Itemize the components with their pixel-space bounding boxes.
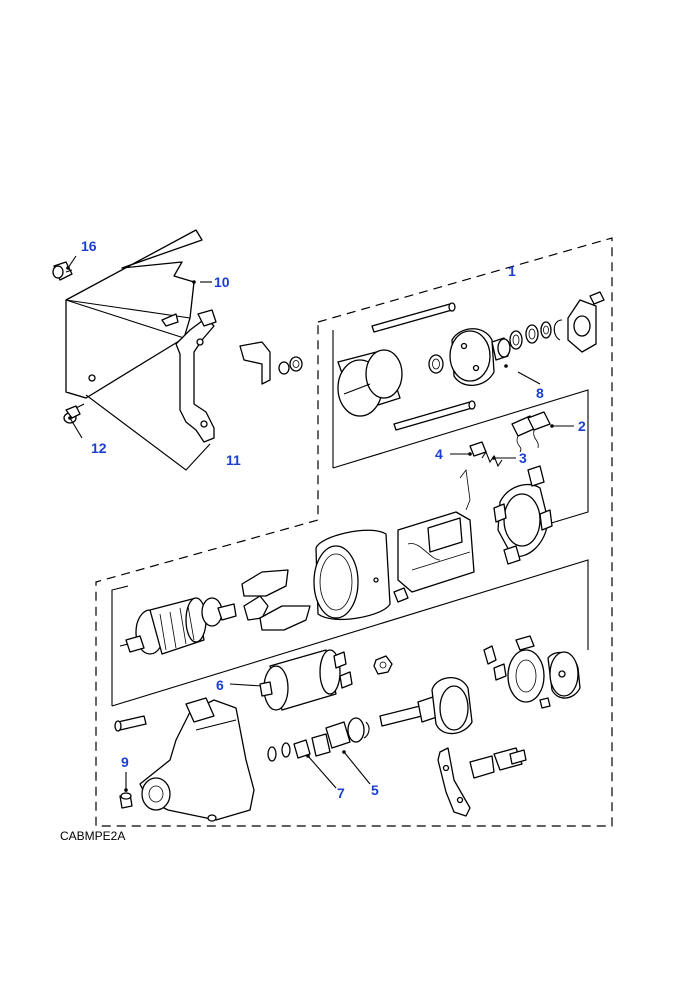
pinion-parts bbox=[267, 717, 370, 762]
callout-3: 3 bbox=[519, 450, 527, 466]
through-bolt-upper bbox=[371, 302, 456, 333]
heat-shield bbox=[65, 229, 203, 399]
solenoid bbox=[259, 649, 353, 711]
bush-8 bbox=[491, 337, 511, 361]
callout-8: 8 bbox=[536, 385, 544, 401]
clamp-bracket bbox=[239, 341, 303, 385]
bush-9 bbox=[119, 792, 133, 809]
armature bbox=[119, 597, 237, 655]
callout-10: 10 bbox=[214, 274, 230, 290]
brush-set bbox=[511, 411, 551, 453]
callout-1: 1 bbox=[508, 263, 516, 279]
callout-7: 7 bbox=[337, 785, 345, 801]
bolt-16 bbox=[52, 261, 73, 281]
lever-bracket bbox=[469, 747, 527, 779]
support-strap bbox=[175, 309, 217, 443]
callout-9: 9 bbox=[121, 754, 129, 770]
end-plate bbox=[428, 328, 495, 386]
callout-4: 4 bbox=[435, 446, 443, 462]
nut-center bbox=[373, 655, 393, 675]
field-coils bbox=[397, 511, 475, 593]
shift-lever bbox=[437, 747, 471, 817]
brush-holder-plate bbox=[459, 465, 553, 565]
washers-and-clip bbox=[509, 319, 563, 350]
callout-2: 2 bbox=[578, 418, 586, 434]
figure-reference-code: CABMPE2A bbox=[60, 829, 125, 843]
callout-labels: 1 2 3 4 5 6 7 8 9 10 11 12 16 bbox=[81, 238, 586, 801]
callout-12: 12 bbox=[91, 440, 107, 456]
leader-lines bbox=[66, 255, 574, 792]
drive-shaft bbox=[379, 677, 473, 735]
planetary-gear bbox=[483, 635, 581, 709]
yoke bbox=[313, 529, 409, 621]
drive-end-housing bbox=[139, 697, 255, 822]
spring-and-brush bbox=[469, 441, 503, 468]
callout-16: 16 bbox=[81, 238, 97, 254]
through-bolt-lower bbox=[393, 400, 476, 431]
assembly-boundary bbox=[95, 237, 613, 827]
callout-5: 5 bbox=[371, 782, 379, 798]
long-bolt bbox=[114, 715, 147, 732]
end-bracket-plate bbox=[567, 291, 605, 353]
end-cover-ring bbox=[337, 349, 403, 417]
callout-11: 11 bbox=[226, 452, 241, 468]
bolt-12 bbox=[63, 403, 85, 424]
callout-6: 6 bbox=[216, 677, 224, 693]
pole-shoes bbox=[241, 569, 311, 631]
